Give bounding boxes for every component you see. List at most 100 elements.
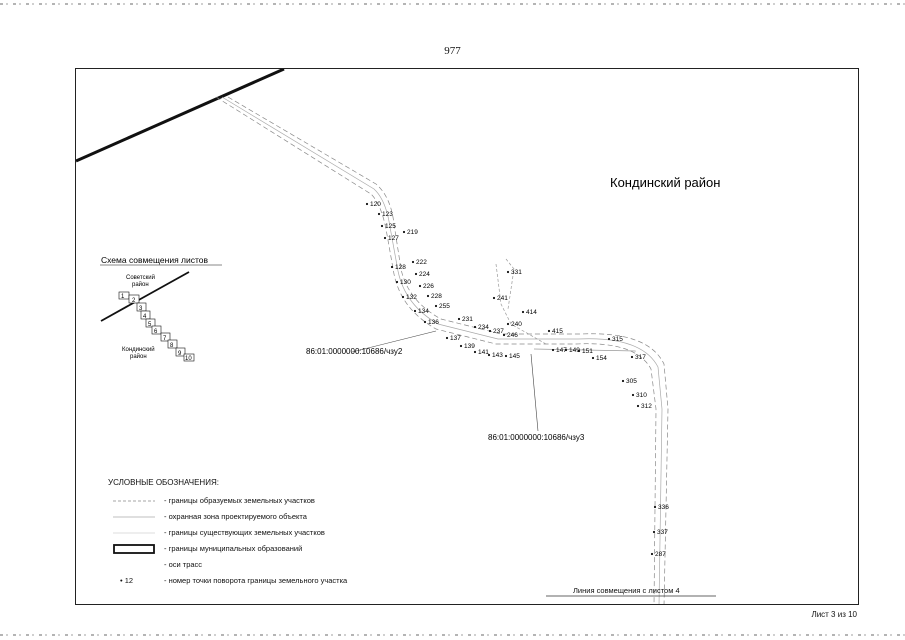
scheme-sheet-label-6: 6 [154, 329, 158, 335]
legend-item-route-axes: - оси трасс [108, 557, 438, 573]
svg-text:120: 120 [370, 201, 381, 208]
svg-text:219: 219 [407, 229, 418, 236]
legend-sample-municipal [113, 544, 155, 554]
point-marker: 315 [607, 336, 623, 343]
parcel-label-1: 86:01:0000000:10686/чзу2 [306, 347, 403, 356]
svg-text:132: 132 [406, 294, 417, 301]
point-marker: 219 [402, 229, 418, 236]
svg-text:241: 241 [497, 295, 508, 302]
point-marker: 312 [636, 403, 652, 410]
point-marker: 237 [488, 328, 504, 335]
svg-text:123: 123 [382, 211, 393, 218]
point-marker: 151 [577, 348, 593, 355]
point-marker: 305 [621, 378, 637, 385]
scheme-sheet-9[interactable] [175, 347, 186, 357]
svg-text:143: 143 [492, 352, 503, 359]
legend: УСЛОВНЫЕ ОБОЗНАЧЕНИЯ: - границы образуем… [108, 478, 438, 589]
point-marker: 310 [631, 392, 647, 399]
point-marker: 127 [383, 235, 399, 242]
map-frame[interactable]: Кондинский район 86:01:0000000:10686/чзу… [75, 68, 859, 605]
scheme-sheet-label-2: 2 [132, 298, 136, 304]
svg-text:147: 147 [556, 347, 567, 354]
page-number: 977 [444, 45, 461, 57]
svg-text:305: 305 [626, 378, 637, 385]
map-canvas[interactable]: Кондинский район 86:01:0000000:10686/чзу… [76, 69, 859, 605]
legend-item-turning-point: • 12 - номер точки поворота границы земе… [108, 573, 438, 589]
point-marker: 231 [457, 316, 473, 323]
legend-sample-protection [113, 516, 155, 518]
svg-text:226: 226 [423, 283, 434, 290]
scheme-sheet-label-4: 4 [143, 314, 147, 320]
point-marker: 128 [390, 264, 406, 271]
svg-text:255: 255 [439, 303, 450, 310]
svg-text:149: 149 [569, 347, 580, 354]
point-marker: 226 [418, 283, 434, 290]
scheme-sheet-4[interactable] [140, 310, 151, 320]
svg-text:151: 151 [582, 348, 593, 355]
scan-edge-bottom [0, 634, 905, 636]
route-corridor [215, 96, 669, 604]
point-marker: 255 [434, 303, 450, 310]
svg-text:312: 312 [641, 403, 652, 410]
legend-title: УСЛОВНЫЕ ОБОЗНАЧЕНИЯ: [108, 478, 219, 487]
point-marker: 139 [459, 343, 475, 350]
svg-text:237: 237 [493, 328, 504, 335]
municipal-boundary-line [76, 69, 285, 163]
svg-text:224: 224 [419, 271, 430, 278]
legend-sample-dashed [113, 500, 155, 502]
point-marker: 241 [492, 295, 508, 302]
parcel-leader-1 [351, 330, 437, 353]
point-marker: 123 [377, 211, 393, 218]
scheme-sheet-10[interactable] [183, 353, 195, 362]
point-marker: 246 [502, 332, 518, 339]
point-marker: 132 [401, 294, 417, 301]
point-marker: 120 [365, 201, 381, 208]
point-marker: 141 [473, 349, 489, 356]
point-marker: 415 [547, 328, 563, 335]
legend-item-existing-parcels: - границы существующих земельных участко… [108, 525, 438, 541]
region-label: Кондинский район [610, 175, 720, 190]
point-marker: 287 [650, 551, 666, 558]
scheme-sheet-7[interactable] [160, 332, 171, 342]
scheme-region-top-2: район [132, 281, 149, 288]
scheme-sheet-5[interactable] [145, 318, 156, 328]
sheet-scheme: Схема совмещения листов Советский район … [100, 255, 222, 362]
point-marker: 228 [426, 293, 442, 300]
scheme-sheet-label-8: 8 [170, 343, 174, 349]
svg-text:141: 141 [478, 349, 489, 356]
scheme-sheet-label-7: 7 [163, 336, 167, 342]
svg-text:414: 414 [526, 309, 537, 316]
svg-text:310: 310 [636, 392, 647, 399]
svg-text:231: 231 [462, 316, 473, 323]
point-marker: 154 [591, 355, 607, 362]
point-marker: 130 [395, 279, 411, 286]
svg-text:315: 315 [612, 336, 623, 343]
point-marker: 337 [652, 529, 668, 536]
point-marker: 222 [411, 259, 427, 266]
svg-text:331: 331 [511, 269, 522, 276]
scheme-sheet-label-5: 5 [148, 322, 152, 328]
svg-text:336: 336 [658, 504, 669, 511]
scheme-sheet-6[interactable] [151, 325, 162, 335]
scheme-title: Схема совмещения листов [101, 255, 209, 265]
legend-sample-axes [113, 557, 155, 573]
point-marker: 224 [414, 271, 430, 278]
legend-item-new-parcels: - границы образуемых земельных участков [108, 493, 438, 509]
svg-text:154: 154 [596, 355, 607, 362]
scheme-sheet-8[interactable] [167, 339, 178, 349]
scheme-sheet-label-1: 1 [121, 294, 125, 300]
point-marker: 145 [504, 353, 520, 360]
scheme-sheet-2[interactable] [128, 294, 140, 304]
svg-text:137: 137 [450, 335, 461, 342]
scheme-region-bottom-2: район [130, 353, 147, 360]
svg-text:287: 287 [655, 551, 666, 558]
scheme-sheet-label-9: 9 [178, 351, 182, 357]
svg-text:136: 136 [428, 319, 439, 326]
legend-item-protection-zone: - охранная зона проектируемого объекта [108, 509, 438, 525]
legend-item-municipal: - границы муниципальных образований [108, 541, 438, 557]
scheme-boundary-line [100, 271, 190, 322]
svg-text:234: 234 [478, 324, 489, 331]
parcel-label-2: 86:01:0000000:10686/чзу3 [488, 433, 585, 442]
point-marker: 147 [551, 347, 567, 354]
svg-text:240: 240 [511, 321, 522, 328]
